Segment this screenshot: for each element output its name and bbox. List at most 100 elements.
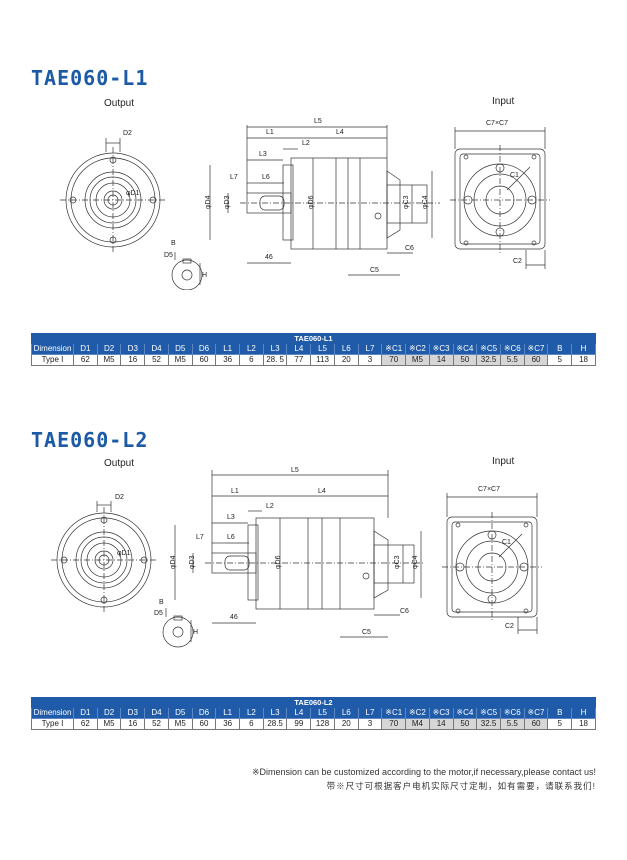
table-cell: 99 [286, 718, 312, 730]
table-cell: Type I [31, 354, 74, 366]
table-cell: 5 [547, 354, 573, 366]
table-caption: TAE060-L2 [31, 697, 596, 708]
table-cell: M5 [167, 354, 193, 366]
header-cell: ※C7 [523, 707, 549, 719]
header-cell: D4 [144, 343, 169, 355]
spec-table: TAE060-L1 Dimension D1 D2 D3 D4 D5 D6 L1… [31, 333, 596, 366]
table-cell: 6 [239, 354, 264, 366]
header-cell: Dimension [31, 707, 74, 719]
header-cell: L7 [357, 343, 383, 355]
table-cell: 60 [523, 354, 549, 366]
dim-l1: L1 [266, 129, 274, 136]
dim-l2: L2 [266, 503, 274, 510]
dim-h: H [193, 629, 198, 636]
header-cell: H [571, 707, 596, 719]
header-cell: ※C1 [381, 707, 407, 719]
dim-c6: C6 [400, 608, 409, 615]
header-cell: L3 [262, 343, 288, 355]
dim-d2: D2 [123, 130, 132, 137]
table-cell: M4 [405, 718, 430, 730]
table-cell: M5 [96, 354, 122, 366]
header-cell: D2 [96, 707, 122, 719]
dim-h: H [202, 272, 207, 279]
table-cell: Type I [31, 718, 74, 730]
table-cell: 3 [357, 354, 383, 366]
dim-c4: φC4 [422, 195, 429, 209]
dim-l6: L6 [227, 534, 235, 541]
table-cell: 36 [215, 354, 241, 366]
table-cell: 52 [144, 718, 169, 730]
table-caption: TAE060-L1 [31, 333, 596, 344]
dim-l6: L6 [262, 174, 270, 181]
header-cell: ※C5 [476, 343, 501, 355]
dim-c5: C5 [370, 267, 379, 274]
dim-c1: C1 [510, 172, 519, 179]
table-cell: 50 [452, 354, 478, 366]
header-cell: D3 [120, 707, 146, 719]
spec-table: TAE060-L2 Dimension D1 D2 D3 D4 D5 D6 L1… [31, 697, 596, 730]
table-cell: 60 [191, 718, 217, 730]
table-cell: 70 [381, 718, 407, 730]
table-cell: 14 [428, 718, 454, 730]
table-cell: 5.5 [499, 718, 525, 730]
header-cell: ※C3 [428, 707, 454, 719]
header-cell: L7 [357, 707, 383, 719]
table-cell: M5 [405, 354, 430, 366]
header-cell: B [547, 343, 573, 355]
table-cell: 36 [215, 718, 241, 730]
dim-l5: L5 [291, 467, 299, 474]
table-cell: 16 [120, 354, 146, 366]
table-cell: 52 [144, 354, 169, 366]
table-cell: 77 [286, 354, 312, 366]
table-cell: 70 [381, 354, 407, 366]
header-cell: D5 [167, 343, 193, 355]
dim-l7: L7 [230, 174, 238, 181]
dim-l1: L1 [231, 488, 239, 495]
header-cell: D6 [191, 707, 217, 719]
table-cell: 3 [357, 718, 383, 730]
dim-b: B [171, 240, 176, 247]
table-cell: 62 [73, 718, 98, 730]
table-cell: 50 [452, 718, 478, 730]
header-cell: D6 [191, 343, 217, 355]
dim-46: 46 [230, 614, 238, 621]
header-cell: ※C2 [405, 343, 430, 355]
header-cell: D4 [144, 707, 169, 719]
technical-drawing: D2 φD1 B D5 H L5 L1 L4 L2 L3 L7 L6 φD4 φ… [0, 105, 627, 290]
output-label: Output [104, 98, 135, 109]
table-cell: 62 [73, 354, 98, 366]
table-cell: M5 [96, 718, 122, 730]
header-cell: L3 [262, 707, 288, 719]
dim-d6: φD6 [308, 195, 315, 209]
dim-l4: L4 [336, 129, 344, 136]
dim-d4: φD4 [170, 555, 177, 569]
header-cell: L1 [215, 343, 241, 355]
header-cell: B [547, 707, 573, 719]
footer-note-chinese: 带※尺寸可根据客户电机实际尺寸定制，如有需要，请联系我们! [326, 781, 596, 791]
header-cell: L4 [286, 343, 312, 355]
table-cell: 60 [191, 354, 217, 366]
table-cell: 18 [571, 354, 596, 366]
table-cell: 28.5 [262, 718, 288, 730]
header-cell: ※C4 [452, 343, 478, 355]
dim-46: 46 [265, 254, 273, 261]
table-cell: 5.5 [499, 354, 525, 366]
header-cell: ※C4 [452, 707, 478, 719]
section-title: TAE060-L1 [31, 66, 149, 90]
dim-l2: L2 [302, 140, 310, 147]
table-cell: 113 [310, 354, 335, 366]
dim-c2: C2 [505, 623, 514, 630]
header-cell: L6 [333, 707, 359, 719]
table-cell: 16 [120, 718, 146, 730]
header-cell: L4 [286, 707, 312, 719]
header-cell: L5 [310, 707, 335, 719]
header-cell: D5 [167, 707, 193, 719]
dim-c7: C7×C7 [478, 486, 500, 493]
dim-l5: L5 [314, 118, 322, 125]
header-cell: ※C6 [499, 707, 525, 719]
dim-d5: D5 [164, 252, 173, 259]
dim-l3: L3 [259, 151, 267, 158]
dim-d3: φD3 [189, 555, 196, 569]
table-cell: 28. 5 [262, 354, 288, 366]
output-label: Output [104, 458, 135, 469]
